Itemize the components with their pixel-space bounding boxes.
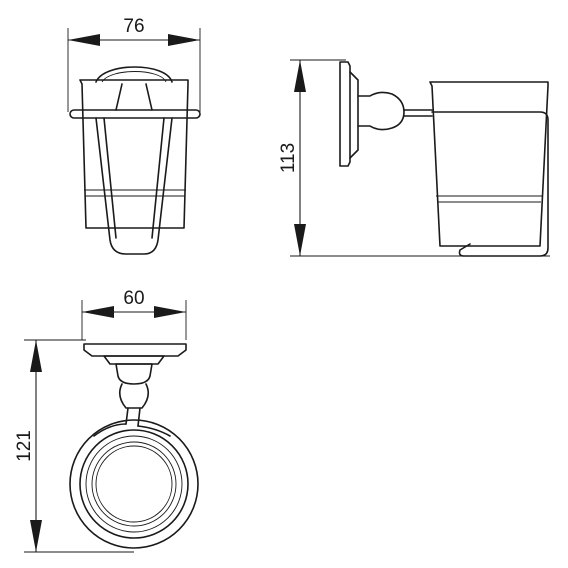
top-knob (115, 363, 153, 385)
top-ring-outer (69, 419, 199, 549)
top-wall-plate (83, 343, 187, 357)
front-view: 76 (67, 16, 201, 255)
front-wire-frame (95, 117, 173, 255)
top-glass-rim (79, 429, 189, 539)
side-wall-plate (339, 61, 351, 167)
top-arm (125, 407, 141, 427)
dimension-label-113: 113 (278, 143, 299, 173)
dimension-label-76: 76 (123, 16, 144, 37)
dimension-label-121: 121 (14, 430, 35, 462)
top-view: 60 121 (14, 288, 199, 553)
dimension-front-width: 76 (67, 16, 201, 112)
side-wire-frame (431, 111, 549, 257)
side-knob (357, 91, 405, 131)
dimension-top-width: 60 (81, 288, 187, 340)
front-holder-ring (69, 109, 201, 119)
front-rosette (95, 66, 173, 83)
side-view: 113 (278, 59, 550, 257)
front-glass (79, 79, 189, 229)
side-glass (429, 81, 549, 247)
dimension-top-depth: 121 (14, 339, 134, 553)
dimension-label-60: 60 (123, 288, 144, 309)
dimension-side-height: 113 (278, 59, 550, 257)
